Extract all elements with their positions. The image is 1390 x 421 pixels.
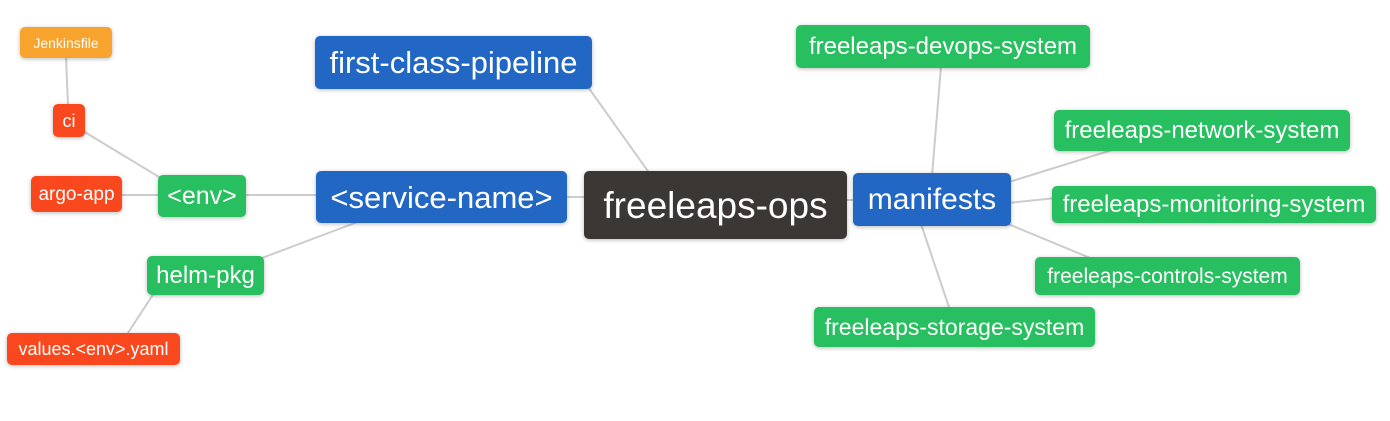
edge-manifests-freeleaps-network-system	[1008, 149, 1113, 183]
edge-helm-pkg-values-env-yaml	[125, 292, 155, 337]
node-argo-app[interactable]: argo-app	[31, 176, 122, 212]
node-freeleaps-monitoring-system[interactable]: freeleaps-monitoring-system	[1052, 186, 1376, 223]
node-values-env-yaml[interactable]: values.<env>.yaml	[7, 333, 180, 365]
node-freeleaps-controls-system[interactable]: freeleaps-controls-system	[1035, 257, 1300, 295]
node-first-class-pipeline[interactable]: first-class-pipeline	[315, 36, 592, 89]
node-freeleaps-network-system[interactable]: freeleaps-network-system	[1054, 110, 1350, 151]
edge-manifests-freeleaps-controls-system	[1007, 223, 1096, 261]
node-manifests[interactable]: manifests	[853, 173, 1011, 226]
edge-manifests-freeleaps-storage-system	[920, 223, 951, 311]
node-ci[interactable]: ci	[53, 104, 85, 137]
edge-service-name-helm-pkg	[261, 220, 361, 259]
node-freeleaps-ops-root[interactable]: freeleaps-ops	[584, 171, 847, 239]
edge-env-ci	[82, 130, 165, 181]
edge-manifests-freeleaps-monitoring-system	[1007, 197, 1057, 204]
edge-manifests-freeleaps-devops-system	[931, 65, 942, 177]
node-freeleaps-storage-system[interactable]: freeleaps-storage-system	[814, 307, 1095, 347]
node-helm-pkg[interactable]: helm-pkg	[147, 256, 264, 295]
node-service-name[interactable]: <service-name>	[316, 171, 567, 223]
node-jenkinsfile[interactable]: Jenkinsfile	[20, 27, 112, 58]
edge-freeleaps-ops-first-class-pipeline	[587, 86, 651, 175]
edge-ci-jenkinsfile	[65, 55, 69, 107]
node-env[interactable]: <env>	[158, 175, 246, 217]
node-freeleaps-devops-system[interactable]: freeleaps-devops-system	[796, 25, 1090, 68]
